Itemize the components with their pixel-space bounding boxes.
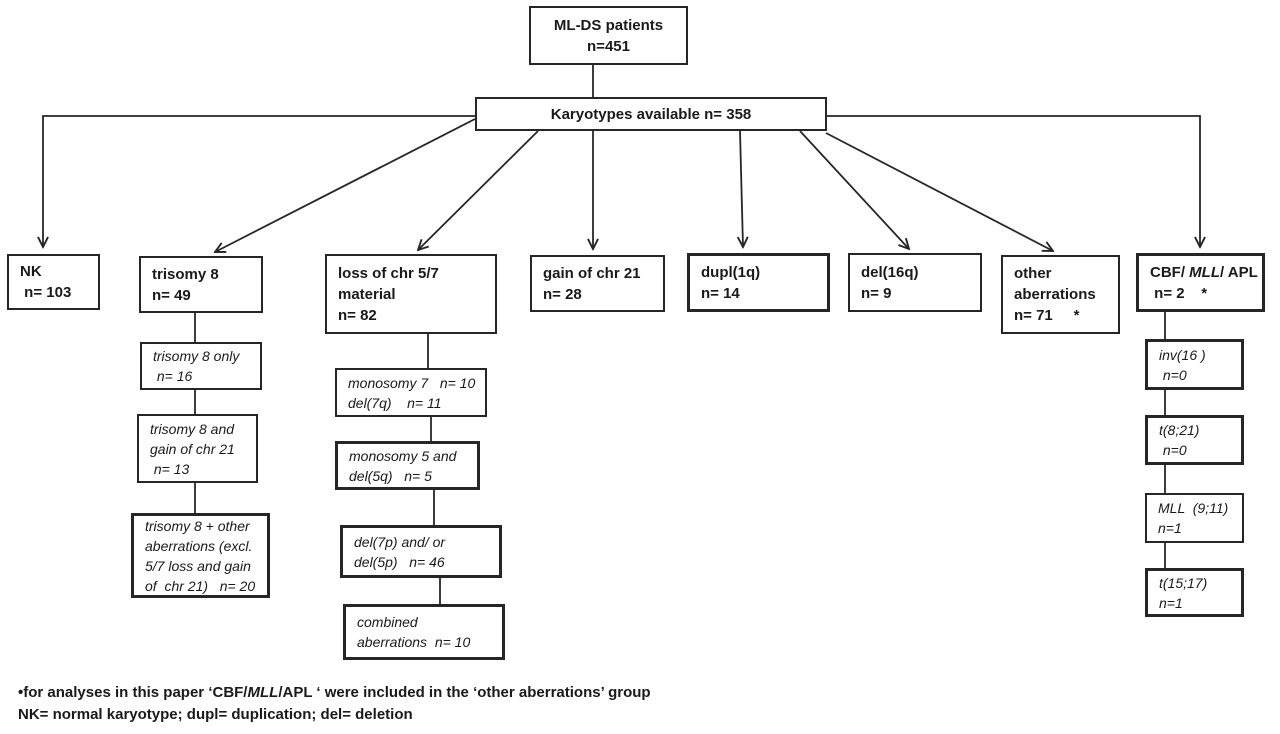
node-mono5-line: del(5q) n= 5 bbox=[349, 467, 432, 484]
connectors-group bbox=[43, 65, 1200, 604]
node-loss57-line: loss of chr 5/7 bbox=[338, 264, 439, 282]
node-t8gain-line: gain of chr 21 bbox=[150, 440, 235, 457]
node-other-line: n= 71 * bbox=[1014, 307, 1080, 324]
node-t8only-line: trisomy 8 only bbox=[153, 348, 240, 364]
connector-karyotypes-nk bbox=[43, 115, 475, 247]
node-combined: combined aberrations n= 10 bbox=[343, 604, 505, 660]
node-del16q: del(16q) n= 9 bbox=[848, 253, 982, 312]
text-segment: / APL bbox=[1220, 263, 1258, 281]
node-del7p: del(7p) and/ or del(5p) n= 46 bbox=[340, 525, 502, 578]
node-t8only: trisomy 8 only n= 16 bbox=[140, 342, 262, 390]
node-nk-line: NK bbox=[20, 263, 42, 280]
node-karyotypes: Karyotypes available n= 358 bbox=[475, 97, 827, 131]
connector-karyotypes-loss57 bbox=[418, 130, 539, 250]
node-mll911: MLL (9;11) n=1 bbox=[1145, 493, 1244, 543]
node-karyotypes-line: Karyotypes available n= 358 bbox=[550, 105, 752, 123]
node-mlds-line: n=451 bbox=[587, 37, 630, 55]
node-t1517-line: t(15;17) bbox=[1159, 574, 1208, 591]
node-gain21-line: n= 28 bbox=[543, 285, 582, 303]
node-inv16: inv(16 ) n=0 bbox=[1145, 339, 1244, 390]
node-other-line: aberrations bbox=[1014, 286, 1096, 303]
node-t8gain-line: n= 13 bbox=[150, 460, 190, 477]
node-loss57-line: n= 82 bbox=[338, 306, 377, 324]
gene-name-italic: MLL bbox=[247, 684, 279, 701]
node-mono5-line: monosomy 5 and bbox=[349, 447, 457, 464]
node-other-line: other bbox=[1014, 265, 1052, 282]
text-segment: •for analyses in this paper ‘CBF/ bbox=[18, 684, 248, 701]
footnotes: •for analyses in this paper ‘CBF/MLL/APL… bbox=[18, 682, 651, 726]
node-gain21-line: gain of chr 21 bbox=[543, 264, 641, 282]
text-segment: /APL ‘ were included in the ‘other aberr… bbox=[278, 684, 651, 701]
node-t8other-line: aberrations (excl. bbox=[145, 537, 253, 554]
node-t8other-line: of chr 21) n= 20 bbox=[145, 577, 256, 594]
node-cbf-line: n= 2 * bbox=[1150, 284, 1208, 302]
node-cbf: CBF/ MLL/ APL n= 2 * bbox=[1136, 253, 1265, 312]
node-dupl1q-line: n= 14 bbox=[701, 284, 740, 302]
node-mono5: monosomy 5 and del(5q) n= 5 bbox=[335, 441, 480, 490]
node-t821-line: t(8;21) bbox=[1159, 422, 1200, 438]
node-combined-line: combined bbox=[357, 614, 418, 630]
node-t821: t(8;21) n=0 bbox=[1145, 415, 1244, 465]
footnote-line-1: •for analyses in this paper ‘CBF/MLL/APL… bbox=[18, 682, 651, 704]
node-t821-line: n=0 bbox=[1159, 442, 1187, 458]
gene-name-italic: MLL bbox=[1189, 263, 1220, 281]
node-combined-line: aberrations n= 10 bbox=[357, 634, 471, 650]
connector-karyotypes-other bbox=[825, 132, 1053, 251]
connector-karyotypes-trisomy8 bbox=[215, 118, 476, 252]
node-t8other-line: trisomy 8 + other bbox=[145, 517, 250, 534]
node-mll911-line: n=1 bbox=[1158, 520, 1182, 536]
node-del7p-line: del(5p) n= 46 bbox=[354, 553, 445, 570]
node-mono7-line: monosomy 7 n= 10 bbox=[348, 374, 476, 391]
connector-karyotypes-dupl1q bbox=[740, 130, 743, 247]
node-loss57: loss of chr 5/7 material n= 82 bbox=[325, 254, 497, 334]
text-segment: CBF/ bbox=[1150, 263, 1190, 281]
node-t1517: t(15;17) n=1 bbox=[1145, 568, 1244, 617]
node-del16q-line: n= 9 bbox=[861, 284, 892, 302]
connector-karyotypes-del16q bbox=[799, 130, 909, 249]
node-t8other: trisomy 8 + other aberrations (excl. 5/7 l… bbox=[131, 513, 270, 598]
node-cbf-line: CBF/ MLL/ APL bbox=[1150, 262, 1258, 283]
node-loss57-line: material bbox=[338, 285, 396, 303]
node-inv16-line: inv(16 ) bbox=[1159, 346, 1206, 363]
node-nk-line: n= 103 bbox=[20, 284, 72, 301]
node-gain21: gain of chr 21 n= 28 bbox=[530, 255, 665, 312]
node-mono7: monosomy 7 n= 10 del(7q) n= 11 bbox=[335, 368, 487, 417]
node-del7p-line: del(7p) and/ or bbox=[354, 533, 446, 550]
node-trisomy8-line: trisomy 8 bbox=[152, 265, 219, 283]
node-mono7-line: del(7q) n= 11 bbox=[348, 394, 442, 411]
node-nk: NK n= 103 bbox=[7, 254, 100, 310]
node-t8gain: trisomy 8 and gain of chr 21 n= 13 bbox=[137, 414, 258, 483]
connector-karyotypes-cbf bbox=[827, 115, 1200, 247]
node-dupl1q-line: dupl(1q) bbox=[701, 263, 761, 281]
footnote-line-2: NK= normal karyotype; dupl= duplication;… bbox=[18, 704, 651, 726]
node-t8only-line: n= 16 bbox=[153, 368, 193, 384]
node-t8other-line: 5/7 loss and gain bbox=[145, 557, 251, 574]
node-t8gain-line: trisomy 8 and bbox=[150, 420, 235, 437]
node-inv16-line: n=0 bbox=[1159, 366, 1187, 383]
node-del16q-line: del(16q) bbox=[861, 263, 919, 281]
node-dupl1q: dupl(1q) n= 14 bbox=[687, 253, 830, 312]
node-mlds-line: ML-DS patients bbox=[553, 16, 664, 34]
node-trisomy8: trisomy 8 n= 49 bbox=[139, 256, 263, 313]
node-trisomy8-line: n= 49 bbox=[152, 286, 191, 304]
node-mlds: ML-DS patients n=451 bbox=[529, 6, 688, 65]
node-other: other aberrations n= 71 * bbox=[1001, 255, 1120, 334]
node-t1517-line: n=1 bbox=[1159, 594, 1183, 611]
text-segment: NK= normal karyotype; dupl= duplication;… bbox=[18, 706, 413, 723]
node-mll911-line: MLL (9;11) bbox=[1158, 500, 1229, 516]
